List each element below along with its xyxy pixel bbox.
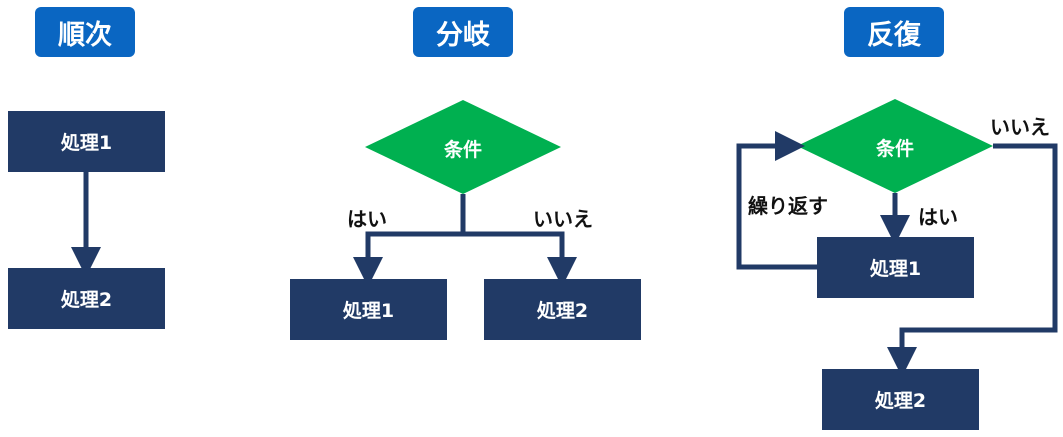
sequence-step1-label: 処理1 [60, 132, 113, 154]
loop-no-label: いいえ [990, 115, 1050, 139]
branch-step2-box: 処理2 [484, 279, 641, 340]
loop-condition-label: 条件 [875, 138, 914, 160]
loop-repeat-label: 繰り返す [748, 194, 828, 218]
loop-yes-label: はい [918, 205, 958, 229]
branch-condition-label: 条件 [443, 139, 482, 161]
loop-title-tag: 反復 [844, 7, 944, 57]
loop-step2-box: 処理2 [822, 369, 979, 430]
sequence-title-tag: 順次 [35, 7, 135, 57]
branch-step1-box: 処理1 [290, 279, 447, 340]
loop-condition-diamond [797, 99, 993, 193]
sequence-title: 順次 [58, 19, 112, 51]
loop-no-arrow [887, 143, 1058, 377]
loop-step1-box: 処理1 [817, 237, 974, 298]
branch-yes-arrow [353, 231, 463, 287]
branch-no-label: いいえ [533, 207, 593, 231]
loop-repeat-arrow [736, 131, 817, 270]
branch-yes-label: はい [347, 207, 387, 231]
sequence-step2-label: 処理2 [60, 289, 113, 311]
loop-step2-label: 処理2 [874, 390, 927, 412]
sequence-step2-box: 処理2 [8, 268, 165, 329]
loop-step1-label: 処理1 [869, 258, 922, 280]
branch-step2-label: 処理2 [536, 300, 589, 322]
branch-step1-label: 処理1 [342, 300, 395, 322]
branch-no-arrow [463, 231, 577, 287]
branch-title: 分岐 [436, 19, 490, 51]
branch-title-tag: 分岐 [413, 7, 513, 57]
branch-condition-diamond [365, 100, 561, 194]
sequence-step1-box: 処理1 [8, 111, 165, 172]
loop-title: 反復 [867, 19, 921, 51]
